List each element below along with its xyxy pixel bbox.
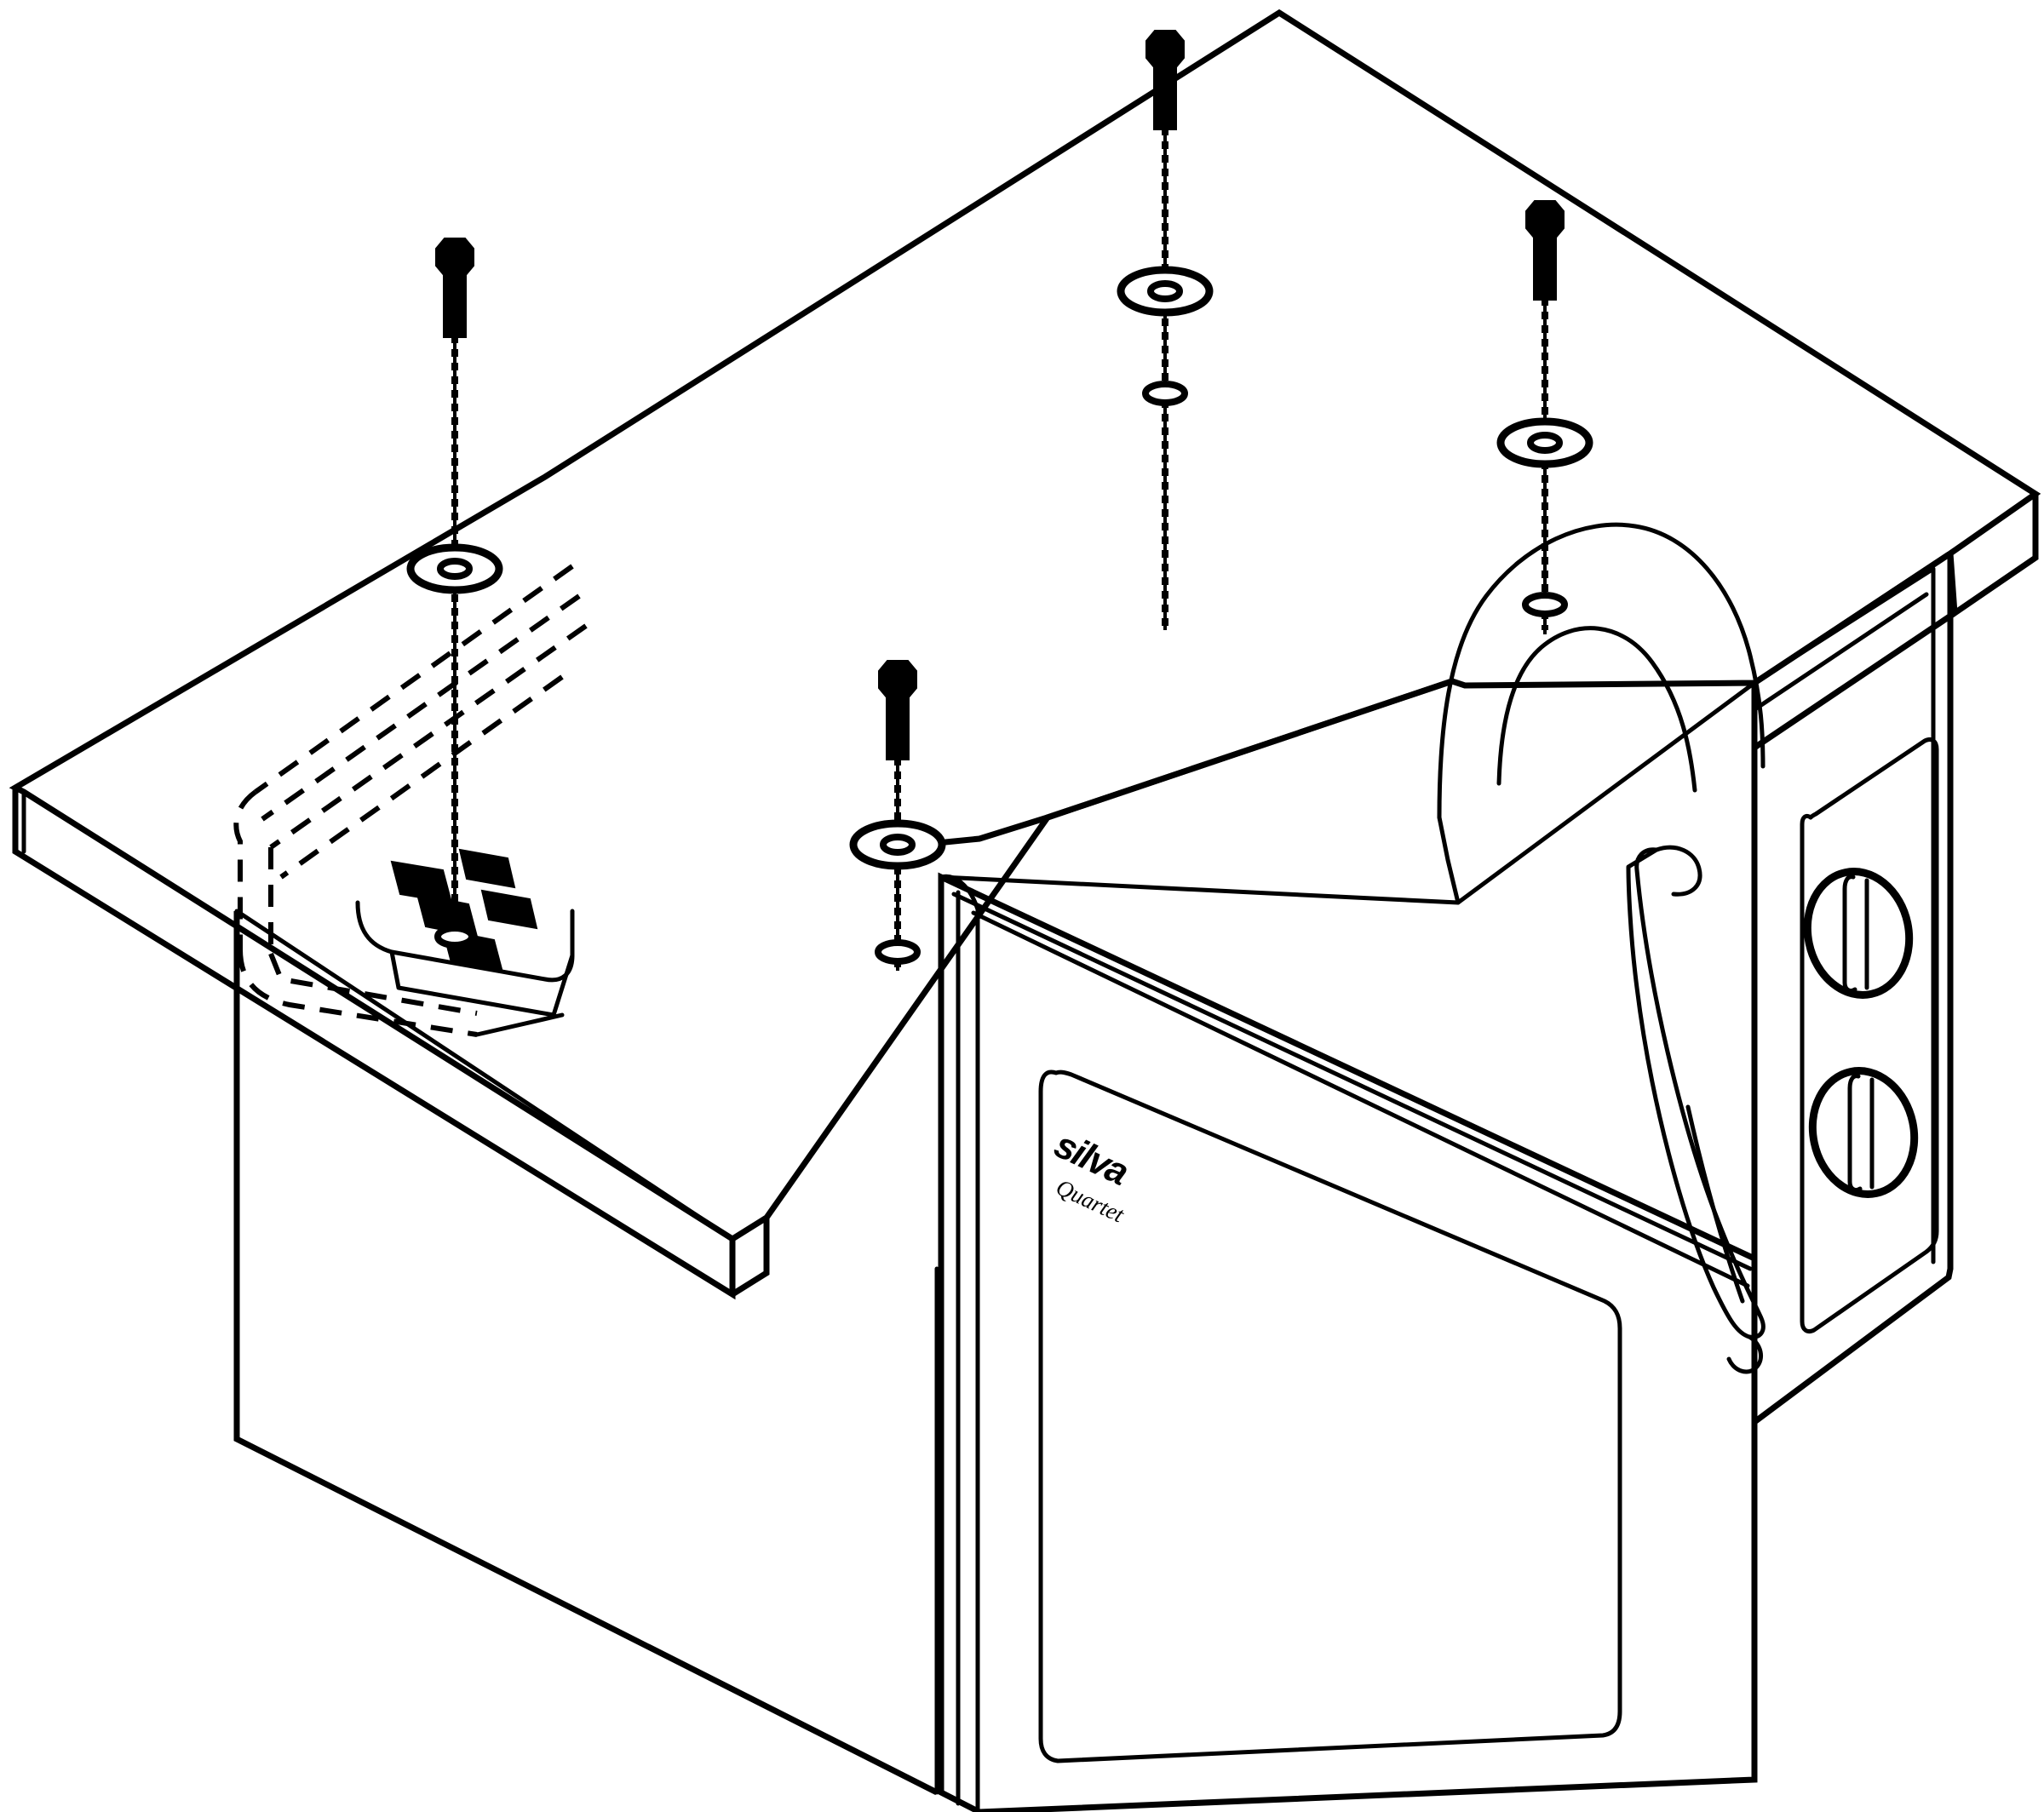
oven-door-top-bevel (951, 892, 1753, 1271)
power-level-knob[interactable] (1801, 1061, 1926, 1203)
cabinet-side-panel (233, 909, 939, 1796)
shelf-top-surface (9, 9, 2041, 1243)
shelf-cutout-notch-inner (1496, 626, 1697, 793)
fastener-3-shank (1533, 232, 1557, 301)
mounting-bracket (233, 564, 588, 1037)
bracket-hidden-line-3 (269, 623, 588, 850)
fastener-1-lower-detail (434, 925, 475, 949)
bracket-slot-hole-4 (458, 848, 516, 889)
power-level-knob-indicator (1847, 1074, 1863, 1193)
fastener-2 (1117, 30, 1214, 630)
fastener-4-shank (886, 692, 910, 760)
shelf-front-edge (731, 1218, 770, 1297)
fastener-3-hex-head (1525, 200, 1565, 239)
shelf-underside-band (936, 678, 1454, 846)
oven-door-handle-inner (1685, 1104, 1745, 1304)
bracket-hidden-lower-lip-2 (268, 952, 478, 1016)
fastener-4-washer-bore (880, 834, 916, 856)
bracket-hidden-line-2 (261, 593, 581, 822)
oven-door-handle-outer[interactable] (1626, 847, 1766, 1339)
oven-top-face (939, 680, 1757, 905)
shelf-right-edge-thickness (1947, 494, 2039, 619)
cabinet-side-panel-face (233, 911, 939, 1796)
shelf-left-edge-thickness (12, 788, 736, 1300)
timer-knob-indicator (1842, 874, 1857, 994)
bracket-hidden-line-1 (254, 564, 574, 794)
bracket-visible-end (474, 1012, 565, 1037)
control-panel-top-bevel-2 (1754, 592, 1929, 711)
fastener-2-shank (1153, 62, 1177, 130)
bracket-slot-hole-5 (480, 889, 538, 930)
control-panel (1751, 548, 1954, 1428)
timer-knob-body[interactable] (1796, 862, 1921, 1004)
fastener-4-hex-head (878, 660, 917, 699)
fastener-3-washer-bore (1527, 432, 1563, 454)
shelf-cutout-notch-outer (1437, 522, 1766, 820)
bracket-hidden-line-4 (279, 674, 564, 880)
fastener-2-hex-head (1145, 30, 1185, 69)
oven-door-window (1038, 1069, 1622, 1763)
control-panel-top-bevel (1752, 566, 1936, 1264)
overhead-cabinet-shelf (9, 9, 2041, 1300)
control-panel-face (1751, 548, 1954, 1428)
fastener-3 (1496, 200, 1593, 634)
fastener-3-mounting-hole (1522, 592, 1568, 617)
power-level-knob-body[interactable] (1801, 1061, 1926, 1203)
cabinet-side-panel-top (234, 909, 735, 1241)
fastener-1 (406, 238, 503, 958)
oven-door-handle-top-nub (1654, 845, 1702, 897)
bracket-hidden-lower-lip (238, 949, 478, 1037)
fastener-1-mounting-hole (434, 925, 475, 949)
fastener-1-hex-head (435, 238, 474, 277)
oven-brand-logo: silva Quartet (1048, 1124, 1135, 1228)
timer-knob[interactable] (1796, 862, 1921, 1004)
fastener-1-shank (443, 270, 467, 338)
oven-door-top-bevel-2 (971, 910, 1750, 1288)
control-panel-knob-bay (1800, 737, 1939, 1334)
bracket-hidden-left-return (233, 789, 257, 949)
fastener-2-mounting-hole (1142, 381, 1188, 406)
microwave-oven: silva Quartet (938, 548, 1954, 1812)
shelf-cutout-notch-base (1437, 815, 1461, 905)
oven-door-handle[interactable] (1626, 845, 1766, 1374)
fastener-4-mounting-hole (875, 939, 921, 965)
fastener-4 (849, 660, 946, 971)
bracket-visible-front (389, 949, 575, 1018)
fastener-2-washer-bore (1147, 280, 1183, 302)
fastener-1-washer-bore (437, 558, 473, 580)
oven-door-face (938, 872, 1758, 1812)
shelf-right-edge-lower (1751, 611, 1956, 754)
